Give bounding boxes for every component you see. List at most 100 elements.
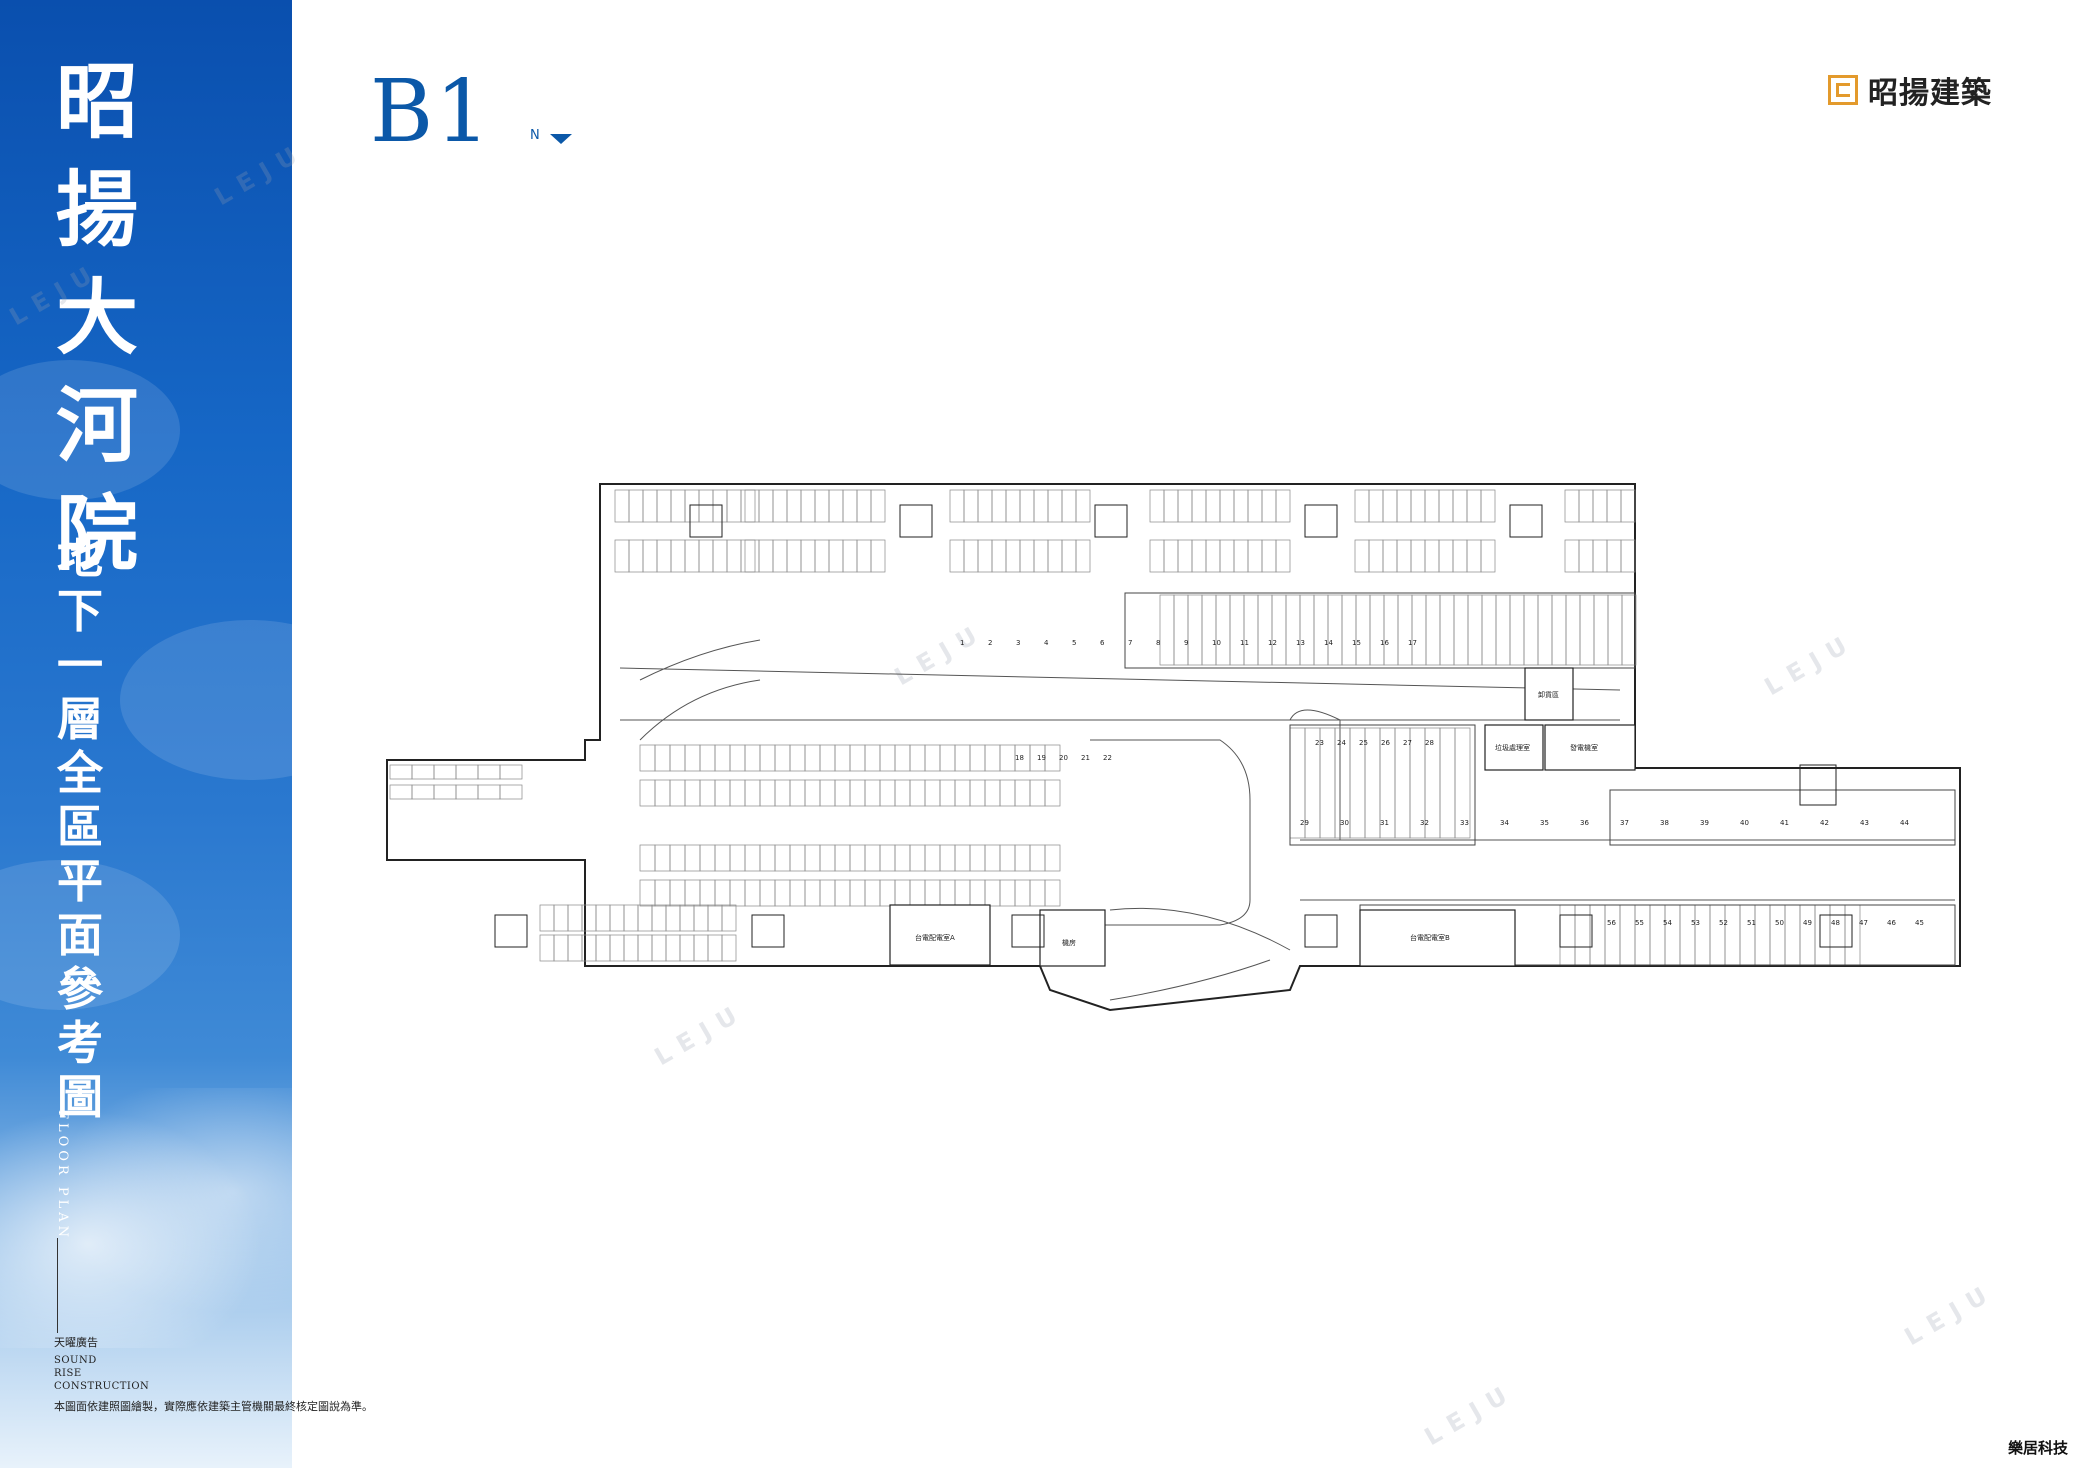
parking-stall [879,879,896,907]
parking-stall [1177,489,1193,523]
parking-stall [828,489,844,523]
parking-stall [1033,489,1049,523]
parking-stall [842,539,858,573]
parking-stall [894,844,911,872]
parking-stall [1784,904,1801,966]
parking-stall [819,779,836,807]
parking-stall [939,879,956,907]
parking-stall [1592,539,1608,573]
stall-number: 28 [1425,739,1434,747]
subtitle-char: 參 [57,962,103,1016]
parking-stall [1466,539,1482,573]
parking-stall [1454,727,1471,839]
project-title-char: 院 [55,486,138,582]
parking-stall [1724,904,1741,966]
parking-stall [389,784,413,800]
parking-stall [614,489,630,523]
parking-stall [433,764,457,780]
parking-stall [954,744,971,772]
parking-stall [870,489,886,523]
wave-decoration [0,1088,292,1348]
parking-stall [849,779,866,807]
parking-stall [894,779,911,807]
parking-stall [984,879,1001,907]
stall-number: 20 [1059,754,1068,762]
parking-stall [864,879,881,907]
parking-stall [1396,539,1412,573]
stall-number: 25 [1359,739,1368,747]
stall-number: 11 [1240,639,1249,647]
subtitle-char: 圖 [57,1070,103,1124]
parking-stall [1439,727,1456,839]
parking-stall [758,539,774,573]
parking-stall [759,844,776,872]
parking-stall [1033,539,1049,573]
stall-number: 37 [1620,819,1629,827]
parking-stall [804,879,821,907]
parking-stall [1619,904,1636,966]
parking-stall [684,539,700,573]
parking-stall [1799,904,1816,966]
stall-number: 14 [1324,639,1333,647]
parking-stall [1233,489,1249,523]
parking-stall [1285,594,1301,666]
stall-number: 55 [1635,919,1644,927]
parking-stall [744,844,761,872]
parking-stall [774,779,791,807]
parking-stall [1044,844,1061,872]
parking-stall [740,489,756,523]
parking-stall [609,934,625,962]
stall-number: 50 [1775,919,1784,927]
parking-stall [1578,539,1594,573]
parking-stall [924,744,941,772]
parking-stall [849,879,866,907]
parking-stall [729,744,746,772]
room-label-power-a: 台電配電室A [915,933,955,942]
parking-stall [1578,489,1594,523]
parking-stall [679,934,695,962]
stall-number: 31 [1380,819,1389,827]
stall-number: 13 [1296,639,1305,647]
parking-stall [774,844,791,872]
parking-stall [628,539,644,573]
parking-stall [1481,594,1497,666]
parking-stall [800,539,816,573]
parking-stall [849,844,866,872]
stall-number: 12 [1268,639,1277,647]
parking-stall [1014,779,1031,807]
parking-stall [411,784,435,800]
parking-stall [669,844,686,872]
leju-tag: 樂居科技 [2007,1439,2068,1457]
agency-en-line: RISE [54,1368,82,1379]
parking-stall [1679,904,1696,966]
parking-stall [834,779,851,807]
brand-logo-icon [1828,75,1858,105]
stall-number: 9 [1184,639,1188,647]
parking-stall [1649,904,1666,966]
parking-stall [707,904,723,932]
parking-stall [1159,594,1175,666]
stall-number: 6 [1100,639,1105,647]
parking-stall [1397,594,1413,666]
parking-stall [1480,489,1496,523]
parking-stall [1579,594,1595,666]
floor-subtitle: 地 下 一 層 全 區 平 面 參 考 圖 [52,530,108,1124]
parking-stall [1163,539,1179,573]
parking-stall [1593,594,1609,666]
stall-number: 43 [1860,819,1869,827]
parking-stall [654,879,671,907]
stall-number: 34 [1500,819,1509,827]
parking-stall [1014,879,1031,907]
stall-number: 27 [1403,739,1412,747]
parking-stall [759,779,776,807]
parking-stall [1829,904,1846,966]
room-label-generator: 發電機室 [1570,743,1598,752]
stall-number: 26 [1381,739,1390,747]
parking-stall [879,844,896,872]
parking-stall [1005,489,1021,523]
parking-stall [864,779,881,807]
parking-stall [1257,594,1273,666]
parking-stall [455,784,479,800]
parking-stall [1382,489,1398,523]
parking-stall [1452,539,1468,573]
